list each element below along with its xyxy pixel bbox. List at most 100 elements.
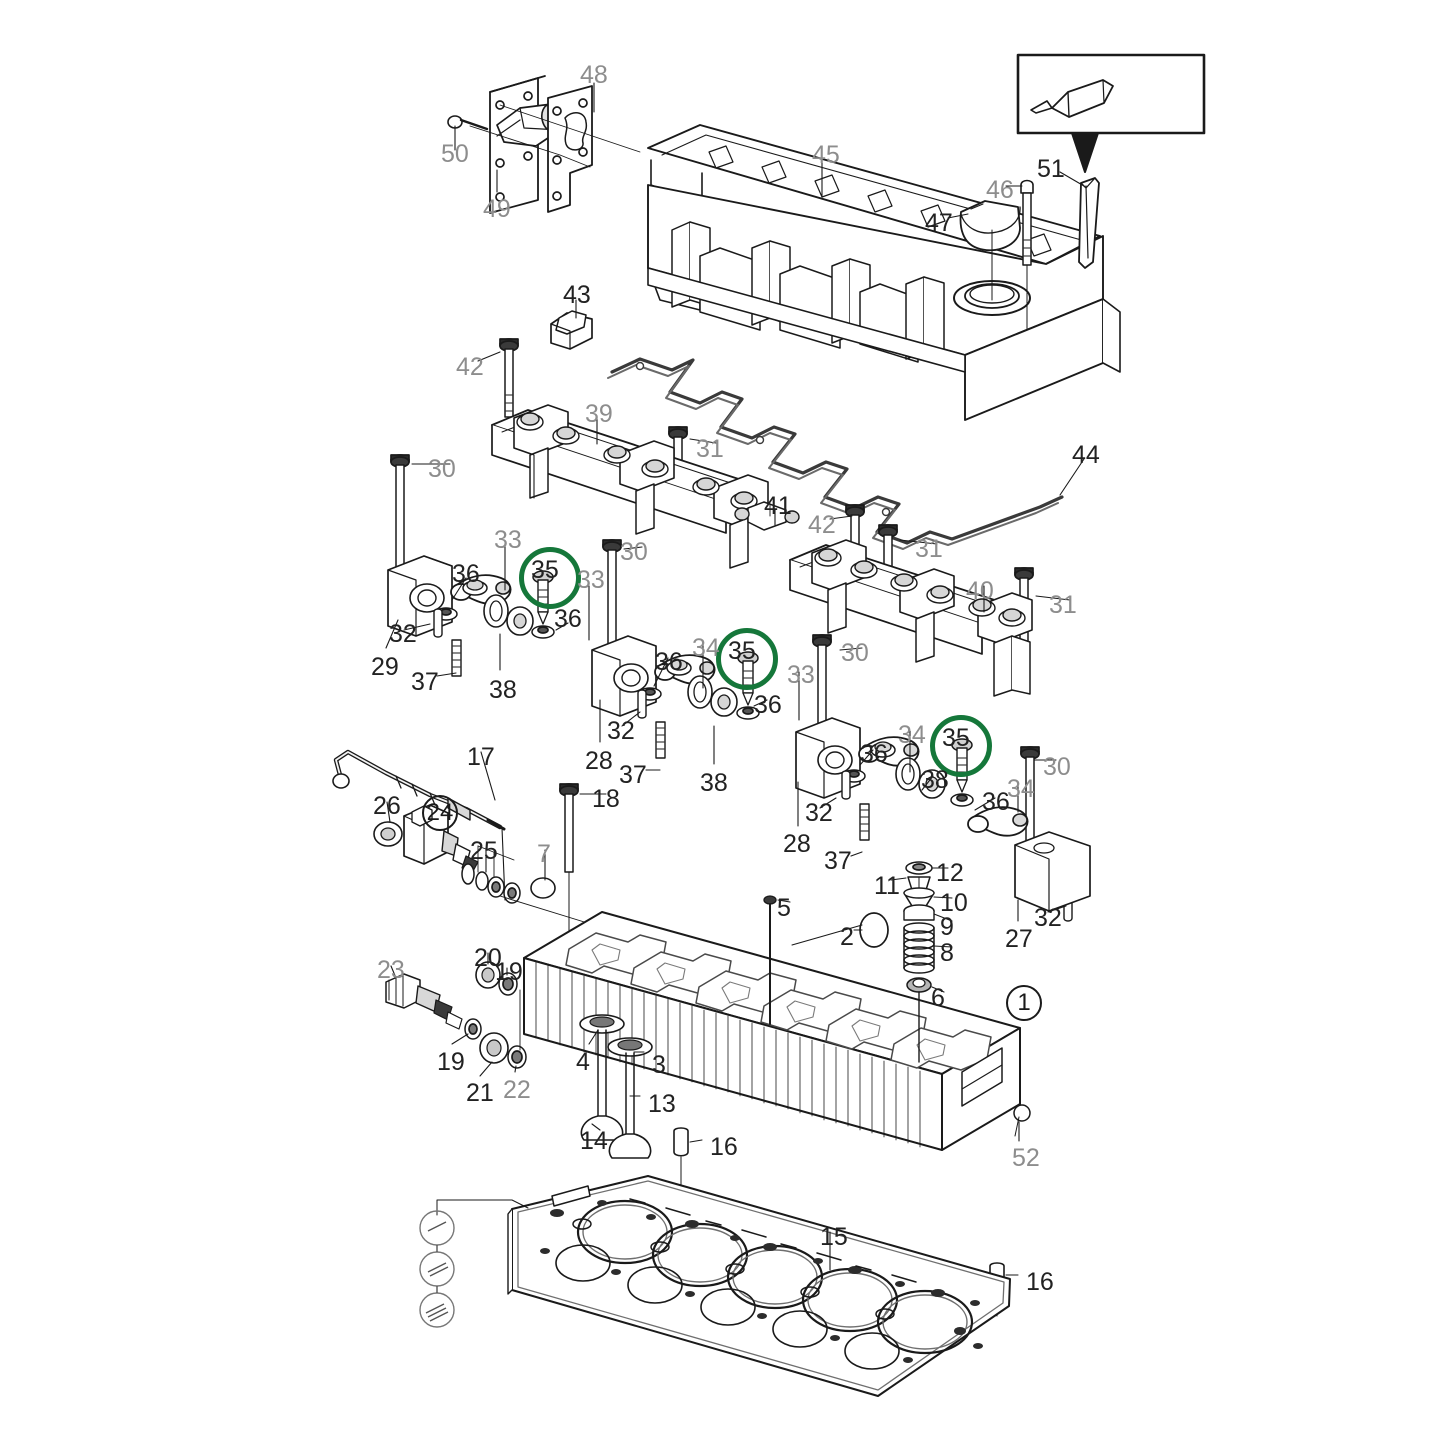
part-label-42: 42: [808, 511, 836, 539]
valve-spring-stack: [903, 861, 935, 1063]
part-label-21: 21: [466, 1079, 494, 1107]
highlight-circle-35-b: [716, 628, 778, 690]
circled-label-1: 1: [1006, 985, 1042, 1021]
part-label-7: 7: [537, 840, 551, 868]
part-label-5: 5: [777, 894, 791, 922]
part-label-31: 31: [915, 535, 943, 563]
bolt-50: [447, 115, 489, 131]
part-label-36: 36: [860, 740, 888, 768]
part-label-6: 6: [931, 984, 945, 1012]
part-label-27: 27: [1005, 925, 1033, 953]
part-label-26: 26: [373, 792, 401, 820]
part-label-46: 46: [986, 176, 1014, 204]
part-label-51: 51: [1037, 155, 1065, 183]
bolt-46: [1020, 179, 1034, 266]
part-label-33: 33: [787, 661, 815, 689]
part-label-43: 43: [563, 281, 591, 309]
part-label-30: 30: [620, 538, 648, 566]
bolt-42-left: [499, 338, 519, 418]
part-label-4: 4: [576, 1048, 590, 1076]
part-label-49: 49: [483, 195, 511, 223]
end-cap-27: [1014, 831, 1091, 912]
part-label-52: 52: [1012, 1144, 1040, 1172]
part-label-38: 38: [921, 766, 949, 794]
fuel-line-17: [332, 749, 506, 901]
part-label-34: 34: [1007, 775, 1035, 803]
part-label-35-a: 35: [531, 556, 559, 584]
part-label-32: 32: [805, 799, 833, 827]
shaft-connector-41: [734, 501, 800, 531]
part-label-45: 45: [812, 141, 840, 169]
circled-label-24: 24: [422, 795, 458, 831]
part-label-3: 3: [652, 1051, 666, 1079]
part-label-34: 34: [692, 634, 720, 662]
part-label-44: 44: [1072, 441, 1100, 469]
part-label-20: 20: [474, 944, 502, 972]
part-label-36: 36: [554, 605, 582, 633]
gasket-plate-48: [547, 85, 593, 213]
valve-3-exhaust: [607, 1037, 653, 1159]
part-label-30: 30: [428, 455, 456, 483]
part-label-35-b: 35: [728, 637, 756, 665]
part-label-34: 34: [898, 721, 926, 749]
sensor-23: [385, 973, 482, 1040]
part-label-9: 9: [940, 913, 954, 941]
head-gasket-15: [507, 1175, 1011, 1397]
part-label-29: 29: [371, 653, 399, 681]
part-label-38: 38: [700, 769, 728, 797]
part-label-31: 31: [696, 435, 724, 463]
part-label-42: 42: [456, 353, 484, 381]
part-label-16: 16: [1026, 1268, 1054, 1296]
highlight-circle-35-a: [519, 547, 581, 609]
rocker-group-b: [591, 635, 760, 759]
gasket-grade-markers: [419, 1210, 455, 1328]
bolt-30-a: [390, 454, 410, 571]
part-label-31: 31: [1049, 591, 1077, 619]
pushrod-5: [763, 895, 777, 1025]
rocker-shaft-assembly-39: [491, 404, 769, 569]
part-label-48: 48: [580, 61, 608, 89]
part-label-32: 32: [389, 620, 417, 648]
dowel-sleeve-51: [1078, 177, 1100, 269]
part-label-33: 33: [577, 566, 605, 594]
valve-cap-2: [791, 912, 889, 948]
part-label-37: 37: [619, 761, 647, 789]
part-label-39: 39: [585, 400, 613, 428]
part-label-14: 14: [580, 1127, 608, 1155]
part-label-38: 38: [489, 676, 517, 704]
part-label-19: 19: [495, 958, 523, 986]
part-label-37: 37: [411, 668, 439, 696]
part-label-30: 30: [841, 639, 869, 667]
sensor-20-21: [475, 961, 527, 1069]
part-label-16: 16: [710, 1133, 738, 1161]
part-label-15: 15: [820, 1223, 848, 1251]
part-label-13: 13: [648, 1090, 676, 1118]
part-label-33: 33: [494, 526, 522, 554]
cylinder-head-1: [523, 911, 1031, 1151]
oring-7: [530, 877, 556, 899]
part-label-36: 36: [452, 560, 480, 588]
part-label-35-c: 35: [942, 724, 970, 752]
part-label-28: 28: [585, 747, 613, 775]
seals-25: [461, 845, 521, 904]
part-label-10: 10: [940, 889, 968, 917]
clip-43: [550, 310, 593, 350]
part-label-32: 32: [607, 717, 635, 745]
part-label-17: 17: [467, 743, 495, 771]
part-label-12: 12: [936, 859, 964, 887]
part-label-19: 19: [437, 1048, 465, 1076]
part-label-2: 2: [840, 923, 854, 951]
part-label-36: 36: [754, 691, 782, 719]
part-label-28: 28: [783, 830, 811, 858]
part-label-47: 47: [925, 209, 953, 237]
part-label-30: 30: [1043, 753, 1071, 781]
part-label-37: 37: [824, 847, 852, 875]
part-label-40: 40: [966, 577, 994, 605]
sealant-callout-box: [1016, 53, 1206, 173]
rocker-shaft-assembly-40: [789, 539, 1033, 697]
highlight-circle-35-c: [930, 715, 992, 777]
part-label-23: 23: [377, 956, 405, 984]
valve-4-intake: [579, 1014, 625, 1141]
